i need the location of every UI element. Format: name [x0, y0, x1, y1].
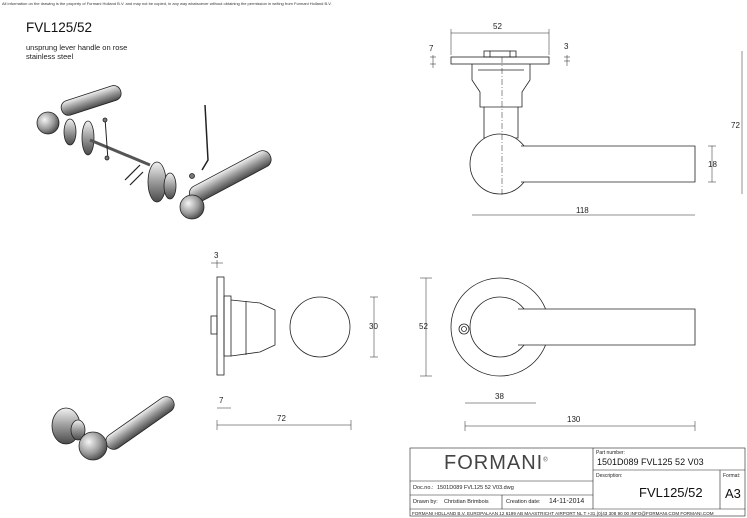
description-line-2: stainless steel	[26, 52, 74, 61]
side-view-dimension-lines	[211, 260, 432, 430]
dim-height: 72	[731, 121, 740, 130]
dim-front-offset: 38	[495, 392, 504, 401]
brand-mark: ®	[543, 457, 549, 464]
creation-date-value: 14-11-2014	[549, 498, 585, 505]
description-label: Description:	[596, 473, 623, 479]
format-label: Format:	[723, 473, 741, 479]
dim-top-right: 3	[564, 42, 569, 51]
format-value: A3	[725, 486, 741, 501]
dim-side-knob: 30	[369, 322, 378, 331]
exploded-view	[36, 85, 272, 220]
dim-lever-length: 118	[576, 206, 589, 215]
doc-no-value: 1501D089 FVL125 52 V03.dwg	[437, 485, 514, 491]
copyright-notice: All information on the drawing is the pr…	[2, 1, 332, 6]
dim-side-plate: 3	[214, 251, 219, 260]
top-view	[450, 50, 696, 195]
part-number-value: 1501D089 FVL125 52 V03	[597, 457, 704, 467]
product-title: FVL125/52	[26, 20, 93, 35]
dim-top-width: 52	[493, 22, 502, 31]
drawn-by-value: Christian Brimbois	[444, 499, 489, 505]
side-view	[210, 276, 351, 376]
part-number-label: Part number:	[596, 450, 625, 456]
top-view-dimension-lines	[430, 29, 743, 216]
creation-date-label: Creation date:	[506, 499, 541, 505]
front-view-dimension-lines	[464, 402, 696, 431]
description-line-1: unsprung lever handle on rose	[26, 43, 128, 52]
dim-side-total: 72	[277, 414, 286, 423]
drawn-by-label: Drawn by:	[413, 499, 438, 505]
brand-logo: FORMANI®	[444, 452, 549, 475]
dim-lever-thickness: 18	[708, 160, 717, 169]
dim-front-rose: 52	[419, 322, 428, 331]
doc-no-label: Doc.no.:	[413, 485, 434, 491]
title-block-frame	[409, 447, 746, 517]
dim-front-total: 130	[567, 415, 581, 424]
front-view	[450, 277, 696, 377]
dim-side-depth: 7	[219, 396, 224, 405]
description-value: FVL125/52	[639, 485, 703, 500]
small-isometric	[51, 396, 175, 461]
dim-top-left: 7	[429, 44, 434, 53]
product-description: unsprung lever handle on rose stainless …	[26, 43, 127, 61]
company-footer: FORMANI HOLLAND B.V. EUROPALAAN 12 6199 …	[412, 511, 714, 516]
brand-name: FORMANI	[444, 452, 544, 474]
